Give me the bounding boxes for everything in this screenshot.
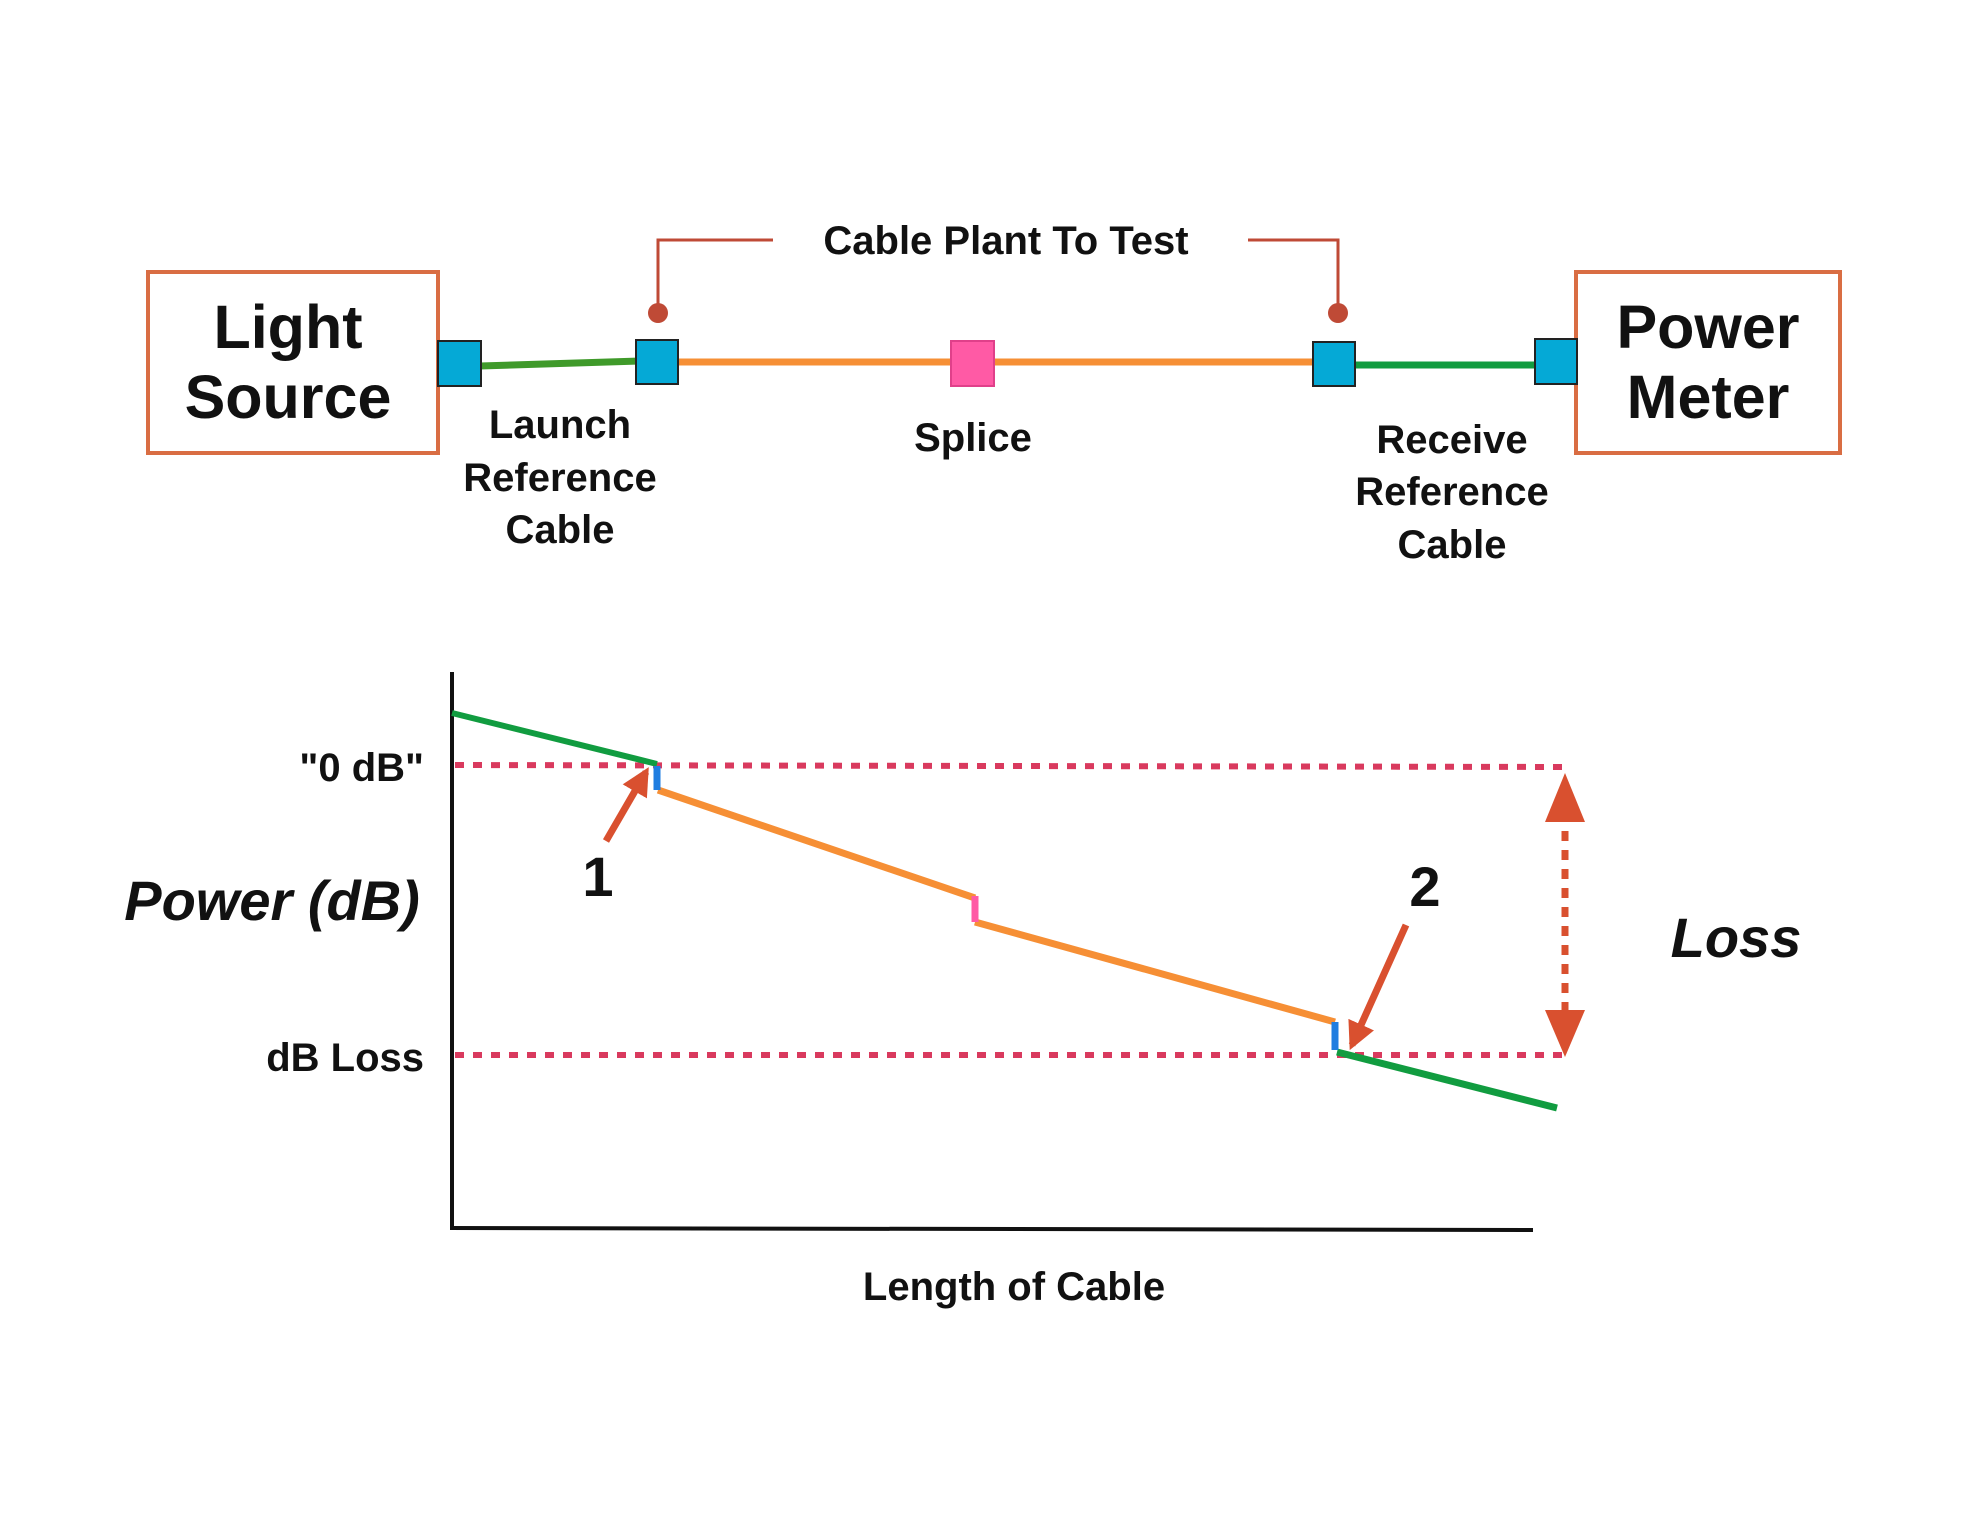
light-source-line2: Source [185,363,392,431]
cable-plant-label: Cable Plant To Test [823,219,1188,263]
receive-label-line1: Receive [1376,418,1527,462]
plant-trace-1 [656,786,977,902]
zero-db-label: "0 dB" [299,746,424,790]
zero-db-reference-line [454,762,1566,770]
marker-2-label: 2 [1409,855,1440,918]
cable-plant-bracket-right [1248,238,1340,313]
launch-label-line1: Launch [489,403,631,447]
x-axis-label: Length of Cable [863,1265,1165,1309]
launch-label-line3: Cable [506,508,615,552]
receive-connector [1312,341,1356,387]
power-meter-line2: Meter [1627,363,1790,431]
db-loss-label: dB Loss [266,1036,424,1080]
loss-arrowhead-up [1545,773,1585,822]
y-axis-label: Power (dB) [124,869,420,932]
power-meter-line1: Power [1616,293,1799,361]
plant-trace-2 [974,918,1336,1026]
bracket-dot-left [648,303,668,323]
splice-marker [950,340,995,387]
marker-1-label: 1 [582,845,613,908]
bracket-dot-right [1328,303,1348,323]
callout-arrow-1 [602,767,650,843]
launch-reference-fiber [479,357,641,370]
launch-connector [635,339,679,385]
receive-label-line3: Cable [1398,523,1507,567]
callout-arrow-2 [1348,923,1410,1051]
x-axis [449,1226,1534,1232]
light-source-line1: Light [213,293,362,361]
receive-trace [1336,1048,1558,1112]
source-connector [437,340,482,387]
receive-label-line2: Reference [1355,470,1548,514]
loss-arrowhead-down [1545,1010,1585,1057]
launch-label-line2: Reference [463,456,656,500]
meter-connector [1534,338,1578,385]
loss-label: Loss [1671,906,1802,969]
splice-label: Splice [914,416,1032,460]
launch-trace [451,710,658,767]
cable-plant-bracket-left [656,238,773,313]
